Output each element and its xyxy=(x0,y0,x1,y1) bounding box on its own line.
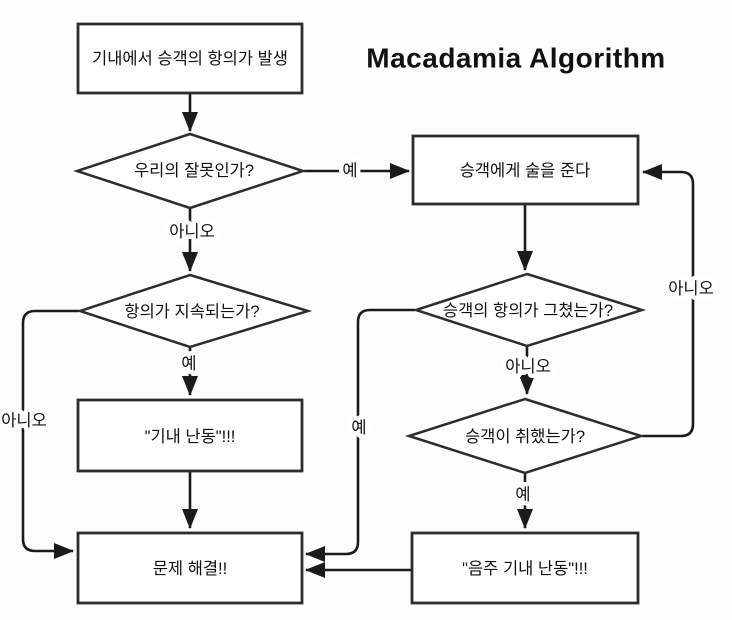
edge-label-yes-stopped: 예 xyxy=(351,418,366,437)
edge-stopped-yes-to-solved xyxy=(305,308,415,562)
node-drunk-cabin-rage-box xyxy=(410,531,640,605)
node-give-alcohol-label: 승객에게 술을 준다 xyxy=(460,161,591,180)
node-start-box xyxy=(76,22,304,95)
decision-complaint-persists xyxy=(75,273,313,349)
decision-passenger-drunk-label: 승객이 취했는가? xyxy=(465,427,585,446)
edge-label-yes-drunk: 예 xyxy=(515,485,530,504)
decision-complaint-stopped-label: 승객의 항의가 그쳤는가? xyxy=(443,301,613,320)
edge-label-no-drunk: 아니오 xyxy=(668,279,714,298)
edges xyxy=(21,93,695,578)
edge-label-no-persists: 아니오 xyxy=(1,411,47,430)
decision-passenger-drunk xyxy=(404,397,646,475)
edge-labels: 예 아니오 예 아니오 예 아니오 예 아니오 xyxy=(0,157,718,509)
node-cabin-rage-box xyxy=(76,398,304,473)
edge-label-no-our-fault: 아니오 xyxy=(169,222,215,241)
node-problem-solved-label: 문제 해결!! xyxy=(153,559,227,578)
edge-label-yes-persists: 예 xyxy=(181,354,196,373)
edge-persists-no-to-solved xyxy=(21,309,79,559)
edge-label-no-stopped: 아니오 xyxy=(505,357,551,376)
node-drunk-cabin-rage-label: "음주 기내 난동"!!! xyxy=(462,559,588,578)
decision-complaint-persists-label: 항의가 지속되는가? xyxy=(124,302,259,321)
edge-drunk-no-to-give-alcohol xyxy=(642,164,695,438)
node-problem-solved-box xyxy=(76,531,304,605)
decision-complaint-stopped xyxy=(411,272,647,348)
decision-our-fault xyxy=(72,132,308,210)
diagram-title: Macadamia Algorithm xyxy=(366,43,665,74)
decision-our-fault-label: 우리의 잘못인가? xyxy=(134,161,254,180)
edge-label-yes-our-fault: 예 xyxy=(342,161,357,180)
nodes: 기내에서 승객의 항의가 발생 우리의 잘못인가? 승객에게 술을 준다 항의가… xyxy=(72,22,647,605)
node-give-alcohol-box xyxy=(411,134,640,206)
node-cabin-rage-label: "기내 난동"!!! xyxy=(145,427,236,446)
node-start-label: 기내에서 승객의 항의가 발생 xyxy=(92,49,288,68)
